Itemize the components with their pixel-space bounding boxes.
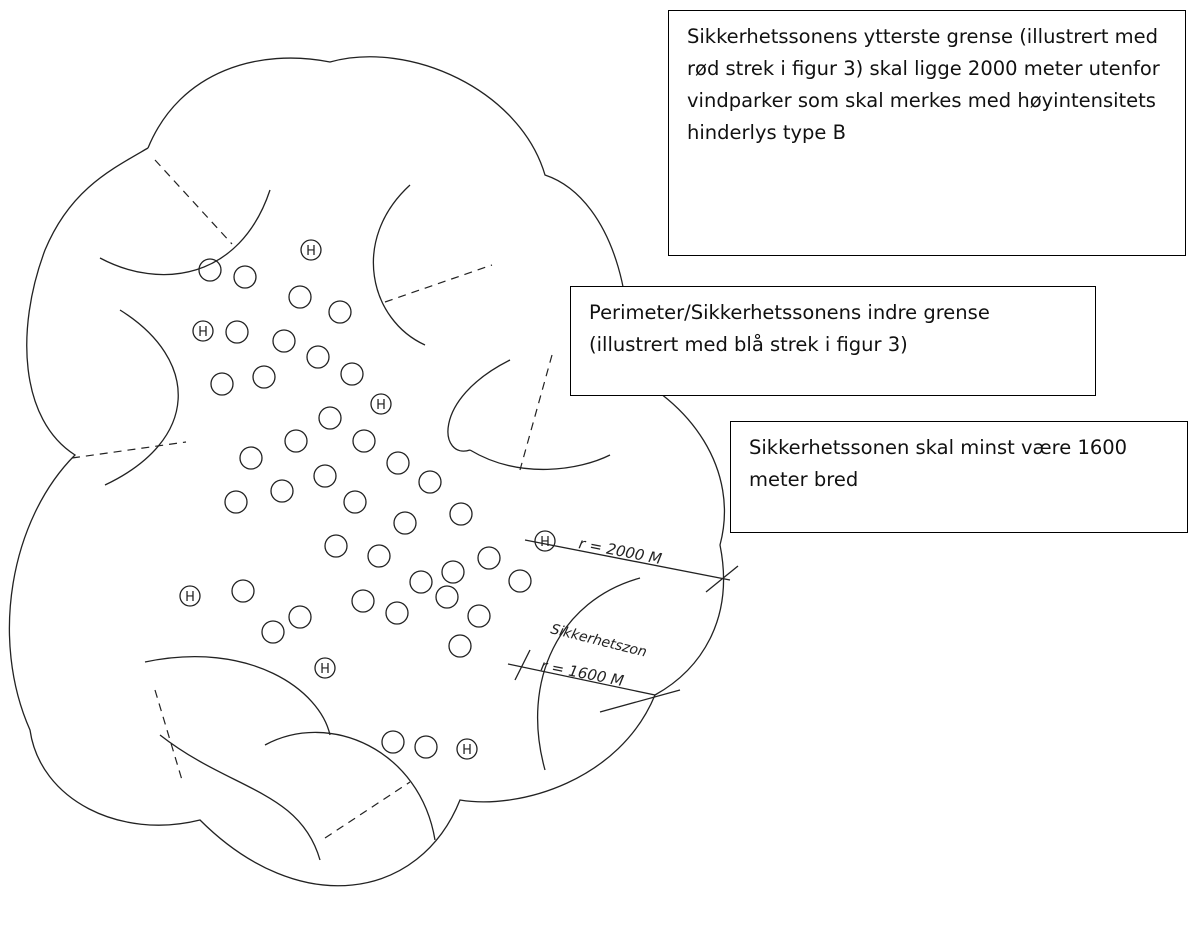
turbine <box>288 605 312 629</box>
h-marker-circle <box>300 239 322 261</box>
inner-boundary-note: Perimeter/Sikkerhetssonens indre grense … <box>570 286 1096 396</box>
turbine <box>467 604 491 628</box>
turbine <box>224 490 248 514</box>
radius-1600-line <box>507 663 656 696</box>
turbine <box>418 470 442 494</box>
h-marker-circle <box>192 320 214 342</box>
turbine <box>239 446 263 470</box>
dashed-radius-2 <box>384 264 493 303</box>
turbine <box>210 372 234 396</box>
turbine <box>306 345 330 369</box>
turbine <box>352 429 376 453</box>
dashed-radius-4 <box>71 441 187 459</box>
turbine <box>313 464 337 488</box>
inner-arc-right-bottom <box>537 577 641 771</box>
turbine <box>386 451 410 475</box>
radius-1600-label: r = 1600 M <box>539 656 625 690</box>
dashed-radius-3 <box>519 354 553 471</box>
dashed-radius-1 <box>154 159 233 245</box>
turbine <box>343 490 367 514</box>
inner-arc-right-lower <box>469 449 611 471</box>
h-marker-circle <box>534 530 556 552</box>
turbine <box>508 569 532 593</box>
turbine <box>449 502 473 526</box>
turbine <box>340 362 364 386</box>
turbine <box>252 365 276 389</box>
h-marker-circle <box>314 657 336 679</box>
radius-1600-tick-right <box>599 689 681 713</box>
turbine <box>414 735 438 759</box>
turbine <box>385 601 409 625</box>
inner-arc-top-right <box>372 184 426 346</box>
zone-width-note: Sikkerhetssonen skal minst være 1600 met… <box>730 421 1188 533</box>
dashed-radius-6 <box>324 781 411 839</box>
radius-2000-label: r = 2000 M <box>577 534 663 568</box>
h-marker-letter: H <box>198 325 208 340</box>
h-marker-letter: H <box>185 590 195 605</box>
inner-arc-bottom-left <box>144 656 331 736</box>
h-marker-letter: H <box>376 398 386 413</box>
turbine <box>233 265 257 289</box>
outer-boundary-arcs <box>8 56 725 887</box>
turbine <box>367 544 391 568</box>
radius-1600-tick-left <box>514 649 531 681</box>
turbine <box>288 285 312 309</box>
turbine <box>261 620 285 644</box>
turbine <box>351 589 375 613</box>
inner-arc-bottom-far <box>159 734 321 861</box>
turbine <box>284 429 308 453</box>
h-marker-circle <box>179 585 201 607</box>
turbine-layout <box>198 258 532 759</box>
turbine <box>198 258 222 282</box>
turbine <box>272 329 296 353</box>
radius-2000-tick <box>705 565 739 593</box>
outer-boundary-note: Sikkerhetssonens ytterste grense (illust… <box>668 10 1186 256</box>
turbine <box>270 479 294 503</box>
turbine <box>328 300 352 324</box>
h-marker-letter: H <box>306 244 316 259</box>
inner-arc-top-left <box>99 189 271 276</box>
h-marker-letter: H <box>320 662 330 677</box>
zone-label: Sikkerhetszon <box>549 621 648 660</box>
turbine <box>324 534 348 558</box>
turbine <box>448 634 472 658</box>
turbine <box>318 406 342 430</box>
turbine <box>231 579 255 603</box>
turbine <box>435 585 459 609</box>
turbine <box>477 546 501 570</box>
turbine <box>393 511 417 535</box>
inner-arc-bottom <box>264 731 436 841</box>
inner-arc-left <box>104 309 179 486</box>
turbine <box>381 730 405 754</box>
inner-arc-right <box>447 359 511 452</box>
h-marker-circle <box>370 393 392 415</box>
h-marker-letter: H <box>462 743 472 758</box>
h-marker-circle <box>456 738 478 760</box>
h-marker-letter: H <box>540 535 550 550</box>
turbine <box>225 320 249 344</box>
radius-2000-line <box>524 539 731 581</box>
dashed-radius-5 <box>154 689 183 781</box>
h-marked-turbines: H H H H H H H <box>179 239 556 760</box>
turbine <box>409 570 433 594</box>
turbine <box>441 560 465 584</box>
